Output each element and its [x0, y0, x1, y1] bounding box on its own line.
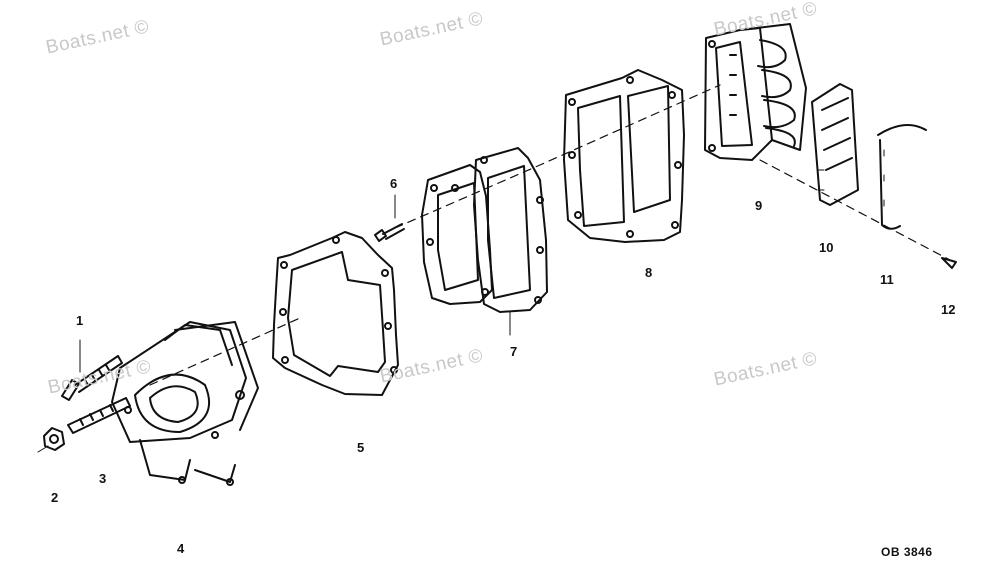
part-8-plate-gasket	[563, 69, 685, 243]
part-10-reed-petals	[811, 83, 859, 206]
part-2-nut	[37, 427, 65, 453]
callout-9: 9	[755, 198, 763, 213]
callout-1: 1	[76, 313, 84, 328]
callout-5: 5	[357, 440, 365, 455]
part-11-reed-stop	[877, 124, 927, 230]
part-3-stud	[67, 397, 131, 434]
part-12-screw	[941, 257, 957, 269]
callout-7: 7	[510, 344, 518, 359]
callout-10: 10	[819, 240, 834, 255]
part-4-intake-manifold	[111, 321, 259, 486]
callout-11: 11	[880, 272, 894, 287]
part-9-reed-cage	[704, 23, 807, 161]
part-5-gasket	[272, 231, 399, 396]
part-6-screw	[374, 194, 405, 242]
figure-code: OB 3846	[881, 545, 933, 559]
callout-8: 8	[645, 265, 653, 280]
part-7-gasket-pair	[421, 147, 548, 336]
part-1-bolt	[61, 339, 123, 401]
callout-2: 2	[51, 490, 59, 505]
assembly-center-line	[149, 84, 951, 386]
callout-12: 12	[941, 302, 956, 317]
callout-6: 6	[390, 176, 398, 191]
callout-4: 4	[177, 541, 185, 556]
callout-3: 3	[99, 471, 107, 486]
